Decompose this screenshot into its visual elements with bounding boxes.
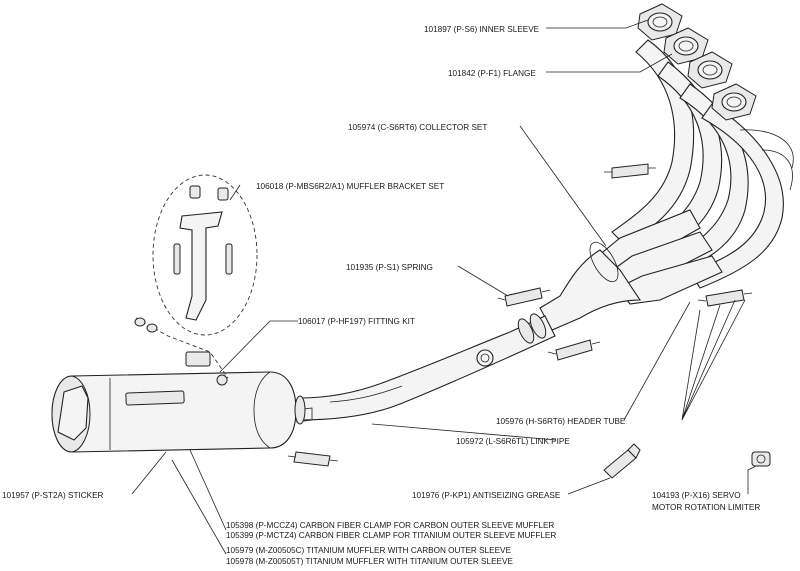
servo-limiter [751,451,771,467]
label-servo-limiter-line2: MOTOR ROTATION LIMITER [652,503,760,512]
antiseizing-grease [603,443,641,479]
flange-3 [687,51,733,89]
flange-2 [663,27,709,65]
link-pipe [299,313,556,421]
spring-1 [497,287,551,307]
label-spring: 101935 (P-S1) SPRING [346,263,433,272]
label-clamp-titanium: 105399 (P-MCTZ4) CARBON FIBER CLAMP FOR … [226,531,556,540]
spring-2 [547,339,601,361]
label-collector-set: 105974 (C-S6RT6) COLLECTOR SET [348,123,487,132]
label-inner-sleeve: 101897 (P-S6) INNER SLEEVE [424,25,540,34]
label-sticker: 101957 (P-ST2A) STICKER [2,491,104,500]
label-link-pipe: 105972 (L-S6R6TL) LINK PIPE [456,437,570,446]
collector-set [539,209,723,331]
spring-3 [604,163,656,179]
flange-4 [711,83,757,121]
label-servo-limiter-line1: 104193 (P-X16) SERVO [652,491,741,500]
label-clamp-carbon: 105398 (P-MCCZ4) CARBON FIBER CLAMP FOR … [226,521,554,530]
label-muffler-titanium: 105978 (M-Z00505T) TITANIUM MUFFLER WITH… [226,557,513,566]
flange-1 [637,3,683,41]
flanges [637,3,757,121]
label-header-tube: 105976 (H-S6RT6) HEADER TUBE [496,417,626,426]
label-muffler-bracket-set: 106018 (P-MBS6R2/A1) MUFFLER BRACKET SET [256,182,444,191]
label-antiseizing-grease: 101976 (P-KP1) ANTISEIZING GREASE [412,491,561,500]
springs [287,163,753,467]
label-muffler-carbon: 105979 (M-Z00505C) TITANIUM MUFFLER WITH… [226,546,511,555]
spring-4 [287,451,339,467]
label-flange: 101842 (P-F1) FLANGE [448,69,536,78]
fitting-kit [134,317,229,386]
spring-5 [697,289,753,307]
muffler-bracket-set [152,174,258,336]
label-fitting-kit: 106017 (P-HF197) FITTING KIT [298,317,415,326]
leader-lines [131,19,757,555]
muffler [51,371,313,453]
